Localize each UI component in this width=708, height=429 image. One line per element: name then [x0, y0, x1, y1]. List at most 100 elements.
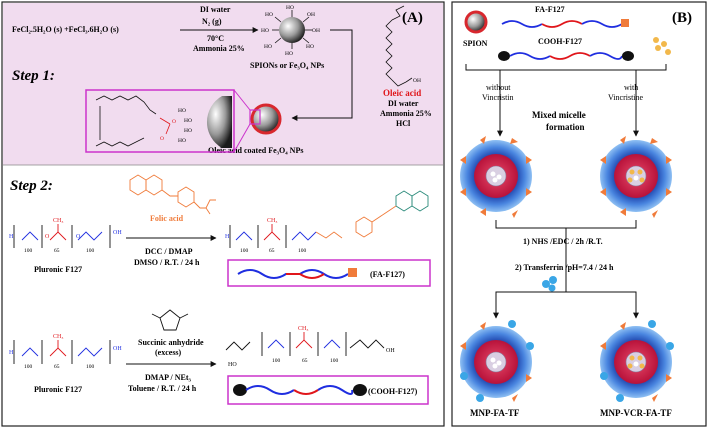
cooh-product-box	[227, 375, 429, 405]
fa-ligand-square	[348, 268, 357, 277]
fa-ch3: CH₃	[267, 218, 277, 224]
pl1-oh: OH	[113, 230, 122, 236]
micelle-vcr-fa-f127	[600, 136, 672, 218]
svg-text:OH: OH	[307, 12, 315, 18]
spion-legend-icon	[464, 10, 488, 34]
cooh-f127-legend-label: COOH-F127	[538, 37, 582, 46]
succinic-excess: (excess)	[155, 348, 182, 357]
cond1-water: DI water	[200, 5, 231, 14]
svg-text:HO: HO	[285, 51, 293, 57]
folic-acid-title: Folic acid	[150, 214, 184, 223]
svg-text:O: O	[160, 136, 164, 142]
cooh-ch3: CH₃	[298, 326, 308, 332]
svg-text:HO: HO	[261, 28, 269, 34]
cond1-temp: 70°C	[207, 34, 224, 43]
svg-text:HO: HO	[178, 138, 186, 144]
pl1-sub3: 100	[86, 248, 95, 254]
step2-label: Step 2:	[10, 178, 53, 194]
pl1-o2: O	[76, 234, 81, 240]
fa-f127-legend-label: FA-F127	[535, 5, 565, 14]
panel-b-tag: (B)	[672, 10, 692, 26]
step1-label: Step 1:	[12, 68, 55, 84]
oleic-coated-np-small	[250, 103, 282, 135]
cond1-gas: N₂ (g)	[202, 17, 222, 26]
oleic-acid-structure	[385, 5, 413, 87]
coated-label: Oleic acid coated Fe₃O₄ NPs	[208, 146, 303, 155]
cooh-product-label: (COOH-F127)	[368, 387, 418, 396]
spion-label: SPIONs or Fe₃O₄ NPs	[250, 61, 324, 70]
pl1-sub1: 100	[24, 248, 33, 254]
pl2-ch3: CH₃	[53, 334, 63, 340]
product-left-label: MNP-FA-TF	[470, 408, 520, 418]
cooh-sub2: 65	[302, 358, 308, 364]
cooh-sub3: 100	[330, 358, 339, 364]
with-label-1: with	[624, 83, 638, 92]
pl2-sub1: 100	[24, 364, 33, 370]
reactants-label: FeCl₂.5H₂O (s) +FeCl₃.6H₂O (s)	[12, 25, 119, 34]
fa-product-label: (FA-F127)	[370, 270, 405, 279]
oleic-cond-ammonia: Ammonia 25%	[380, 109, 432, 118]
pl1-o1: O	[45, 234, 50, 240]
svg-text:O: O	[172, 119, 176, 125]
cond1-ammonia: Ammonia 25%	[193, 44, 245, 53]
cooh-oh: OH	[386, 348, 395, 354]
svg-text:HO: HO	[184, 118, 192, 124]
folic-cond2: DMSO / R.T. / 24 h	[134, 258, 200, 267]
with-label-2: Vincristine	[608, 93, 644, 102]
fa-f127-structure	[229, 190, 429, 248]
cooh-sub1: 100	[272, 358, 281, 364]
svg-text:HO: HO	[286, 5, 294, 11]
pluronic-label-1: Pluronic F127	[34, 265, 82, 274]
svg-text:HO: HO	[306, 44, 314, 50]
micelle-fa-f127	[460, 136, 532, 218]
panel-b: (B) SPION FA-F127 COOH-F127 without Vinc…	[451, 1, 707, 427]
without-label-1: without	[486, 83, 511, 92]
fa-h: H	[225, 234, 230, 240]
transferrin-icon	[542, 276, 557, 292]
svg-text:HO: HO	[265, 12, 273, 18]
oleic-oh: OH	[413, 78, 421, 84]
zoom-source	[249, 109, 261, 125]
pluronic-structure-1	[13, 224, 111, 248]
pl1-ch3: CH₃	[53, 218, 63, 224]
pl2-sub3: 100	[86, 364, 95, 370]
panel-a: (A) Step 1: Step 2: FeCl₂.5H₂O (s) +FeCl…	[1, 1, 445, 427]
oleic-cond-hcl: HCl	[396, 119, 411, 128]
oleic-acid-title: Oleic acid	[383, 88, 421, 98]
coating-arrow	[291, 29, 353, 121]
pl1-h: H	[9, 234, 14, 240]
mixed-micelle-2: formation	[546, 122, 585, 132]
micelle-mnp-vcr-fa-tf	[600, 320, 674, 402]
mixed-micelle-1: Mixed micelle	[532, 110, 586, 120]
oleic-cond-water: DI water	[388, 99, 419, 108]
svg-text:OH: OH	[312, 28, 320, 34]
pl2-sub2: 65	[54, 364, 60, 370]
spion-legend-label: SPION	[463, 39, 488, 48]
cooh-end-left	[233, 384, 247, 396]
pluronic-label-2: Pluronic F127	[34, 385, 82, 394]
succinic-title: Succinic anhydride	[138, 338, 204, 347]
step-label-2: 2) Transferrin /pH=7.4 / 24 h	[515, 263, 614, 272]
pluronic-structure-2	[13, 340, 111, 364]
fa-sub3: 100	[298, 248, 307, 254]
zoom-box	[85, 89, 235, 153]
fa-sub1: 100	[240, 248, 249, 254]
pl2-oh: OH	[113, 346, 122, 352]
step-label-1: 1) NHS /EDC / 2h /R.T.	[523, 237, 603, 246]
vincristine-legend	[653, 37, 671, 55]
cooh-end-right	[353, 384, 367, 396]
fa-product-box	[227, 259, 431, 287]
svg-text:HO: HO	[178, 108, 186, 114]
fa-sub2: 65	[269, 248, 275, 254]
pl1-sub2: 65	[54, 248, 60, 254]
pl2-h: H	[9, 350, 14, 356]
folic-acid-structure	[129, 174, 216, 215]
without-label-2: Vincristin	[482, 93, 514, 102]
fa-legend-square	[621, 19, 629, 27]
succinic-anhydride-structure	[151, 309, 189, 331]
folic-cond1: DCC / DMAP	[145, 247, 193, 256]
succ-cond1: DMAP / NEt₃	[145, 373, 192, 382]
